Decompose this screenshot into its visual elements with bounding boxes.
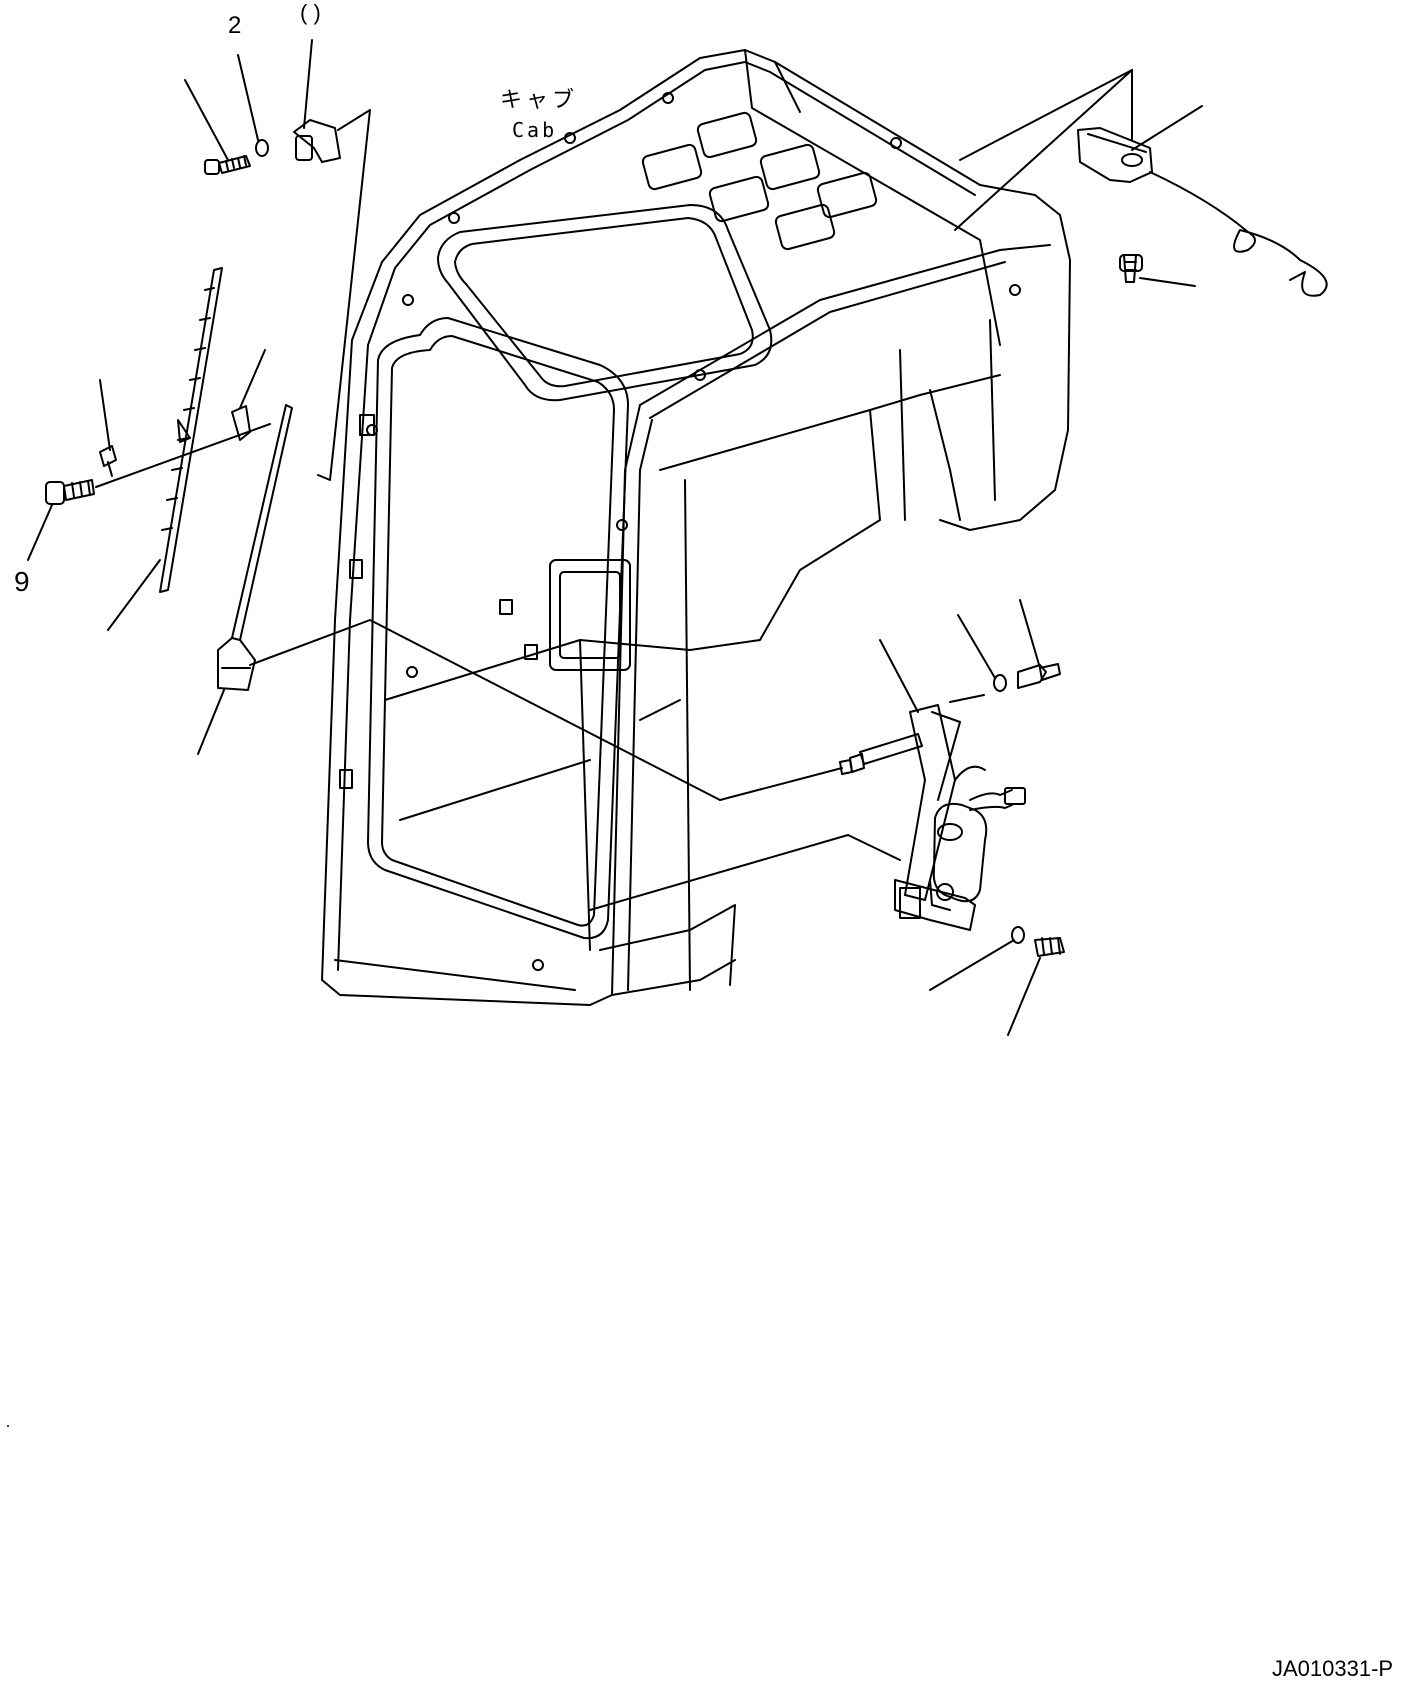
callout-number-partial: ( ) (300, 0, 321, 25)
callout-number-2: 2 (228, 12, 242, 39)
cab-label-japanese: キャブ (500, 88, 579, 113)
wiper-blade (159, 267, 223, 593)
stray-mark (7, 1425, 9, 1427)
top-right-harness-part (954, 69, 1328, 297)
washer-top-left (255, 139, 269, 157)
wiper-motor-assembly (589, 599, 1065, 1036)
cab-label-english: Cab (512, 118, 558, 142)
callout-number-9: 9 (14, 566, 30, 597)
clip-top-left (293, 119, 341, 163)
wiper-arm (217, 404, 293, 691)
top-left-parts (184, 39, 371, 481)
cab-frame (321, 49, 1071, 1006)
figure-id: JA010331-P (1272, 1656, 1394, 1681)
wiper-hardware-left (27, 349, 721, 801)
bolt-top-left (204, 155, 251, 175)
